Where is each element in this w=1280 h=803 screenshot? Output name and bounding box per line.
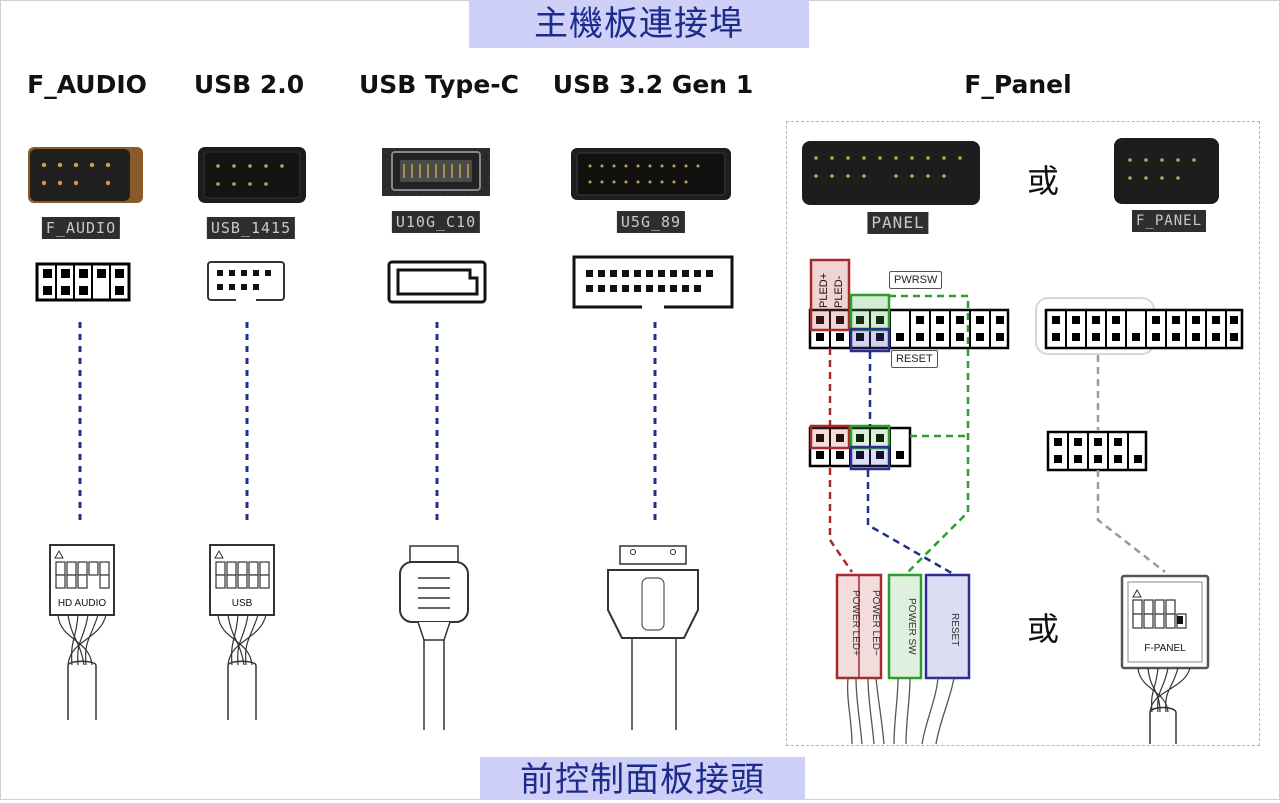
silk-panel: PANEL bbox=[867, 212, 929, 234]
hd-audio-label: HD AUDIO bbox=[58, 598, 107, 609]
title-usb2: USB 2.0 bbox=[193, 70, 305, 99]
usb32-photo bbox=[571, 148, 731, 200]
tag-reset: RESET bbox=[891, 350, 938, 368]
hd-audio-connector: HD AUDIO bbox=[49, 544, 115, 720]
f-panel-connector: F-PANEL bbox=[1120, 574, 1210, 744]
usb-c-plug bbox=[399, 545, 469, 730]
silk-usb2: USB_1415 bbox=[206, 217, 296, 239]
header-banner: 主機板連接埠 bbox=[469, 0, 809, 48]
usb-connector: USB bbox=[209, 544, 275, 720]
silk-f-panel: F_PANEL bbox=[1131, 210, 1207, 232]
silk-f-audio: F_AUDIO bbox=[41, 217, 121, 239]
usb2-photo bbox=[198, 147, 306, 203]
f-panel-region bbox=[786, 121, 1260, 746]
fpanel-label: F-PANEL bbox=[1144, 643, 1186, 654]
usb-c-pin-diagram bbox=[387, 260, 487, 304]
f-panel-cable-connectors: POWER LED+ POWER LED− POWER SW RESET bbox=[835, 573, 971, 745]
title-usb-type-c: USB Type-C bbox=[358, 70, 520, 99]
or-label-top: 或 bbox=[1027, 162, 1060, 200]
or-label-bottom: 或 bbox=[1027, 610, 1060, 648]
silk-usb32: U5G_89 bbox=[616, 211, 686, 233]
f-panel-header-upper: PLED+ PLED- bbox=[808, 258, 1010, 353]
usb-label: USB bbox=[232, 598, 253, 609]
pled-minus: PLED- bbox=[833, 275, 845, 308]
f-panel-header-mid bbox=[808, 424, 912, 471]
f-panel-photo-large bbox=[802, 141, 980, 205]
f-audio-photo bbox=[28, 147, 143, 203]
cable-power-led-plus: POWER LED+ bbox=[850, 590, 861, 656]
footer-banner: 前控制面板接頭 bbox=[480, 757, 805, 800]
silk-usb-c: U10G_C10 bbox=[391, 211, 481, 233]
usb-c-photo bbox=[382, 148, 490, 196]
usb32-plug bbox=[607, 545, 699, 730]
f-panel-header-mid-right bbox=[1046, 430, 1148, 472]
cable-power-led-minus: POWER LED− bbox=[870, 590, 881, 656]
f-panel-photo-small bbox=[1114, 138, 1219, 204]
pled-plus: PLED+ bbox=[818, 273, 830, 308]
usb2-pin-diagram bbox=[207, 261, 285, 302]
f-audio-pin-diagram bbox=[35, 262, 131, 302]
f-panel-wires bbox=[828, 294, 1166, 577]
tag-pwrsw: PWRSW bbox=[889, 271, 943, 289]
title-f-audio: F_AUDIO bbox=[27, 70, 147, 99]
usb32-pin-diagram bbox=[572, 255, 734, 310]
title-usb32: USB 3.2 Gen 1 bbox=[552, 70, 754, 99]
f-panel-header-upper-right bbox=[1035, 297, 1244, 355]
cable-reset: RESET bbox=[949, 613, 960, 646]
title-f-panel: F_Panel bbox=[964, 70, 1072, 99]
cable-power-sw: POWER SW bbox=[906, 598, 917, 655]
